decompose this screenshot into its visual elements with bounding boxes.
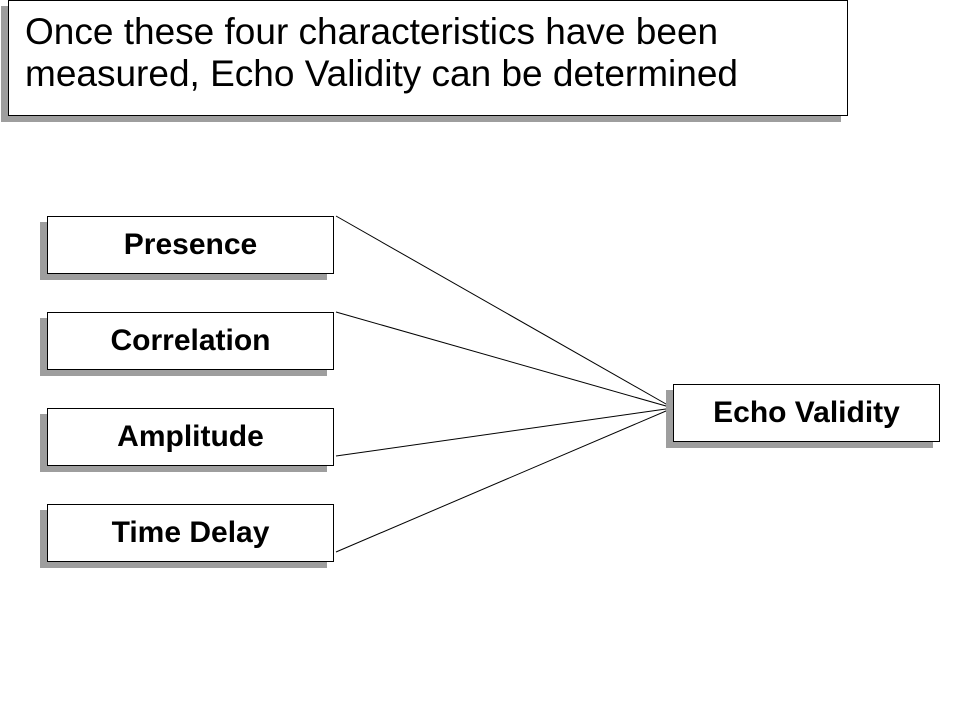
connector-time-delay [335, 407, 674, 553]
node-amplitude: Amplitude [47, 408, 334, 466]
node-echo-validity: Echo Validity [673, 384, 940, 442]
connector-presence [335, 215, 674, 409]
node-correlation-label: Correlation [110, 324, 271, 357]
node-presence: Presence [47, 216, 334, 274]
node-amplitude-label: Amplitude [117, 420, 264, 453]
node-presence-label: Presence [123, 228, 258, 261]
title-box: Once these four characteristics have bee… [8, 0, 848, 116]
title-line-2: measured, Echo Validity can be determine… [25, 53, 738, 94]
node-time-delay: Time Delay [47, 504, 334, 562]
connector-amplitude [335, 407, 674, 457]
node-echo-validity-label: Echo Validity [713, 396, 900, 429]
connector-correlation [335, 311, 674, 409]
node-time-delay-label: Time Delay [111, 516, 270, 549]
title-line-1: Once these four characteristics have bee… [25, 11, 719, 52]
node-correlation: Correlation [47, 312, 334, 370]
